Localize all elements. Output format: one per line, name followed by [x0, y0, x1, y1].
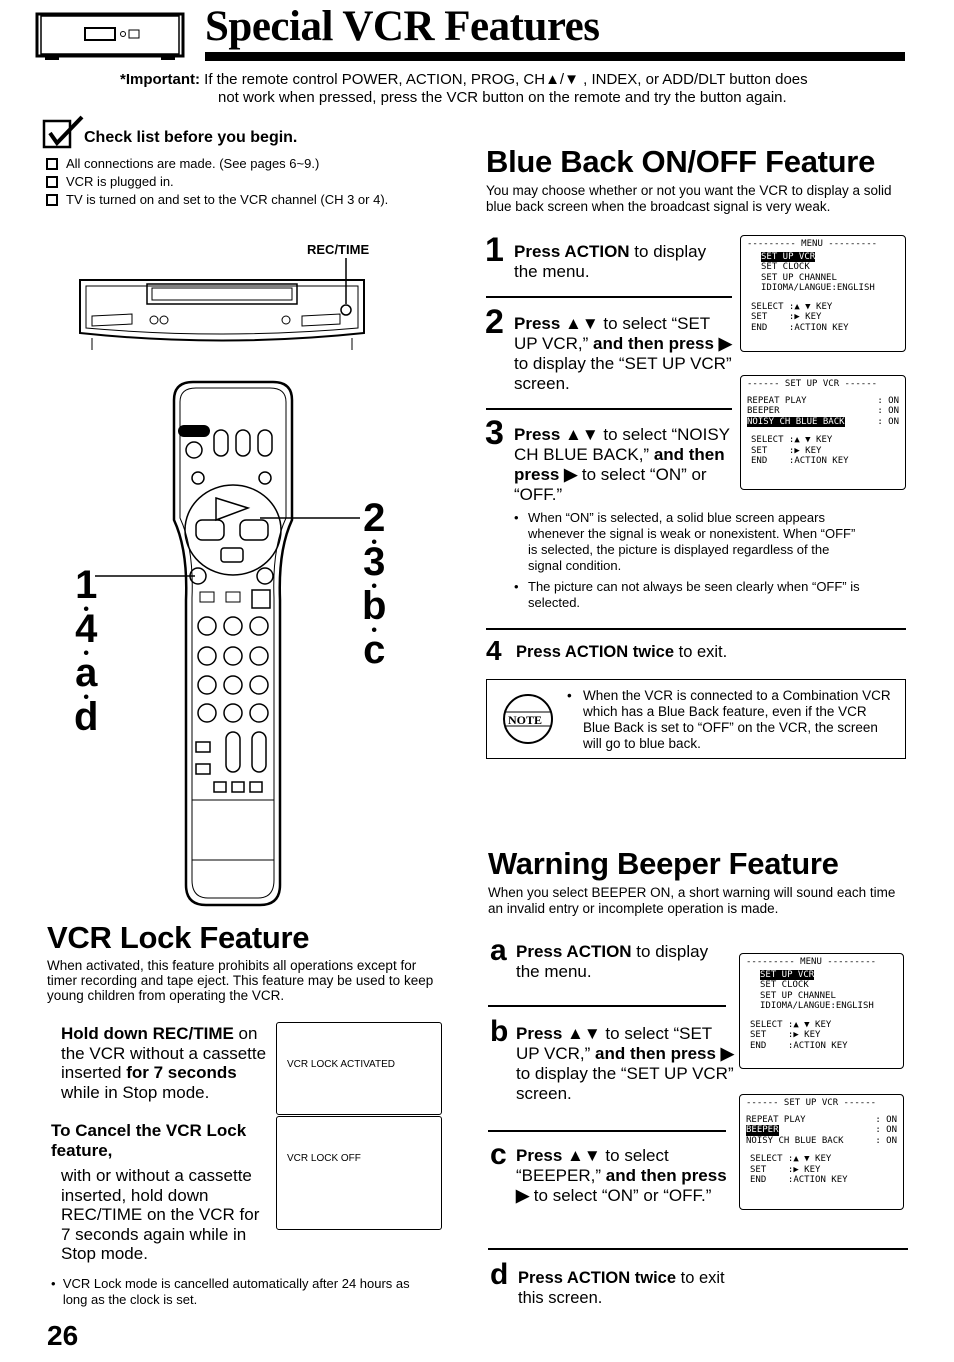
step-number: 1 — [485, 231, 504, 269]
vcr-lock-title: VCR Lock Feature — [47, 920, 310, 955]
divider — [488, 1248, 908, 1250]
note-box: NOTE •When the VCR is connected to a Com… — [486, 679, 906, 759]
beeper-step-c: Press ▲▼ to select “BEEPER,” and then pr… — [516, 1146, 727, 1205]
checklist-item: All connections are made. (See pages 6~9… — [46, 155, 388, 173]
checkbox-icon — [46, 194, 58, 206]
blue-back-step2: Press ▲▼ to select “SET UP VCR,” and the… — [514, 314, 732, 393]
callout-4: 4 — [75, 607, 98, 651]
vcr-lock-screen-off: VCR LOCK OFF — [276, 1116, 442, 1230]
blue-back-bullets: •When “ON” is selected, a solid blue scr… — [514, 510, 860, 610]
divider — [486, 628, 906, 630]
callout-3: 3 — [363, 540, 386, 584]
step-number: 4 — [486, 635, 502, 666]
vcr-icon — [35, 12, 185, 60]
blue-back-title: Blue Back ON/OFF Feature — [486, 144, 876, 179]
step-letter: a — [490, 934, 507, 967]
important-label: *Important: — [120, 71, 200, 88]
callout-lines — [95, 517, 360, 577]
checklist-item: TV is turned on and set to the VCR chann… — [46, 191, 388, 209]
page-title: Special VCR Features — [205, 3, 600, 50]
setup-vcr-screen: ------ SET UP VCR ------ REPEAT PLAY: ON… — [739, 1094, 904, 1210]
cancel-title: To Cancel the VCR Lock feature, — [51, 1121, 247, 1160]
callout-1: 1 — [75, 563, 98, 607]
callout-c: c — [363, 628, 386, 672]
callouts-left: 1 • 4 • a • d — [74, 563, 99, 739]
note-icon — [503, 694, 553, 744]
important-line1: If the remote control POWER, ACTION, PRO… — [200, 71, 808, 88]
note-text: •When the VCR is connected to a Combinat… — [567, 688, 891, 751]
blue-back-step1: Press ACTION to display the menu. — [514, 242, 707, 281]
callout-2: 2 — [363, 496, 386, 540]
vcr-lock-note: •VCR Lock mode is cancelled automaticall… — [51, 1276, 410, 1307]
vcr-lock-screen-activated: VCR LOCK ACTIVATED — [276, 1022, 442, 1115]
step-letter: c — [490, 1138, 507, 1171]
step-letter: d — [490, 1258, 509, 1291]
checklist-title: Check list before you begin. — [84, 129, 298, 146]
checklist-item: VCR is plugged in. — [46, 173, 388, 191]
title-rule — [205, 52, 905, 61]
setup-vcr-screen: ------ SET UP VCR ------ REPEAT PLAY: ON… — [740, 375, 906, 490]
beeper-step-a: Press ACTION to display the menu. — [516, 942, 709, 981]
beeper-intro: When you select BEEPER ON, a short warni… — [488, 885, 896, 916]
vcr-lock-hold-instruction: Hold down REC/TIME on the VCR without a … — [61, 1024, 267, 1102]
callout-d: d — [74, 695, 99, 739]
step-number: 3 — [485, 414, 504, 452]
step-letter: b — [490, 1015, 509, 1048]
blue-back-step3: Press ▲▼ to select “NOISY CH BLUE BACK,”… — [514, 425, 730, 504]
callouts-right: 2 • 3 • b • c — [362, 496, 387, 672]
beeper-step-d: Press ACTION twice to exit this screen. — [518, 1269, 725, 1307]
callout-a: a — [75, 651, 98, 695]
checkmark-icon — [42, 115, 84, 149]
divider — [486, 296, 732, 298]
important-line2: not work when pressed, press the VCR but… — [218, 89, 787, 106]
beeper-step-b: Press ▲▼ to select “SET UP VCR,” and the… — [516, 1024, 734, 1103]
important-note: *Important: If the remote control POWER,… — [120, 71, 920, 107]
page-number: 26 — [47, 1320, 79, 1351]
blue-back-step4: Press ACTION twice to exit. — [516, 643, 728, 661]
note-label: NOTE — [508, 713, 543, 727]
rec-time-label: REC/TIME — [307, 242, 370, 257]
checklist: All connections are made. (See pages 6~9… — [46, 155, 388, 209]
divider — [488, 1005, 726, 1007]
divider — [488, 1130, 726, 1132]
remote-control-illustration — [172, 380, 294, 907]
cancel-text: with or without a cassette inserted, hol… — [61, 1166, 260, 1263]
step-number: 2 — [485, 303, 504, 341]
callout-b: b — [362, 584, 387, 628]
checkbox-icon — [46, 176, 58, 188]
menu-screen: --------- MENU --------- SET UP VCR SET … — [740, 235, 906, 352]
beeper-title: Warning Beeper Feature — [488, 846, 839, 881]
menu-screen: --------- MENU --------- SET UP VCR SET … — [739, 953, 904, 1069]
checkbox-icon — [46, 158, 58, 170]
vcr-lock-intro: When activated, this feature prohibits a… — [47, 958, 434, 1003]
blue-back-intro: You may choose whether or not you want t… — [486, 183, 892, 214]
vcr-illustration — [79, 258, 365, 350]
divider — [486, 408, 732, 410]
